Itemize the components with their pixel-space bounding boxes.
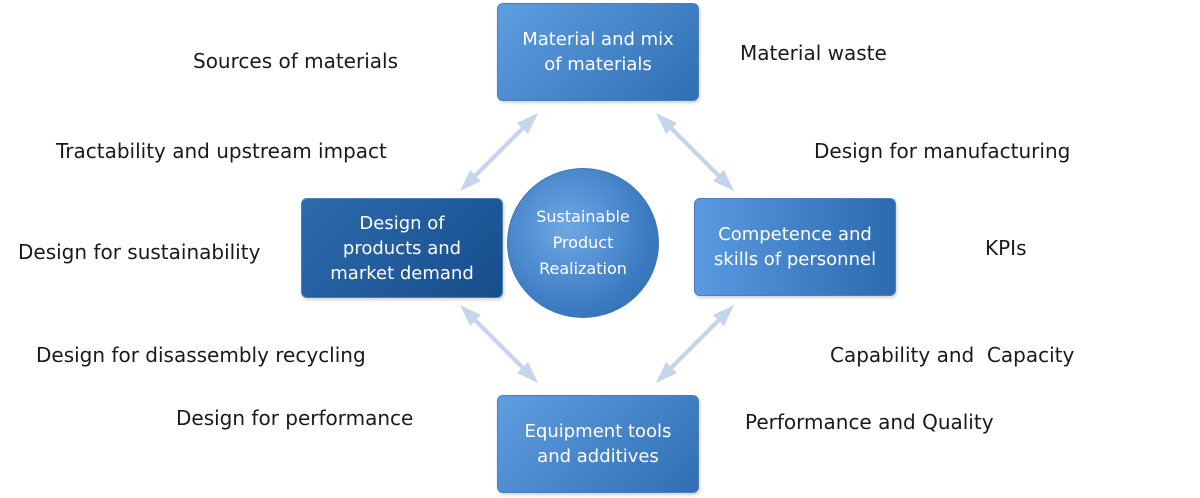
center-circle: Sustainable Product Realization (507, 168, 659, 318)
node-left-design: Design of products and market demand (301, 198, 503, 298)
label-performance-quality: Performance and Quality (745, 410, 994, 434)
node-right-competence: Competence and skills of personnel (694, 198, 896, 296)
label-design-for-sustainability: Design for sustainability (18, 240, 261, 264)
arrow-top-right (656, 113, 734, 191)
label-material-waste: Material waste (740, 41, 887, 65)
node-bottom-equipment: Equipment tools and additives (497, 395, 699, 493)
label-design-for-manufacturing: Design for manufacturing (814, 139, 1071, 163)
node-left-label: Design of products and market demand (330, 212, 474, 284)
arrow-bottom-right (656, 305, 734, 383)
label-sources-of-materials: Sources of materials (193, 49, 398, 73)
node-right-label: Competence and skills of personnel (713, 224, 877, 270)
label-capability-capacity: Capability and Capacity (830, 343, 1075, 367)
node-bottom-label: Equipment tools and additives (524, 421, 672, 467)
arrow-top-left (460, 113, 538, 191)
node-top-material: Material and mix of materials (497, 3, 699, 101)
label-kpis: KPIs (985, 236, 1027, 260)
center-label: Sustainable Product Realization (536, 207, 630, 278)
label-design-for-disassembly: Design for disassembly recycling (36, 343, 366, 367)
node-top-label: Material and mix of materials (522, 29, 674, 75)
label-tractability: Tractability and upstream impact (56, 139, 387, 163)
arrow-bottom-left (460, 305, 538, 383)
label-design-for-performance: Design for performance (176, 406, 414, 430)
